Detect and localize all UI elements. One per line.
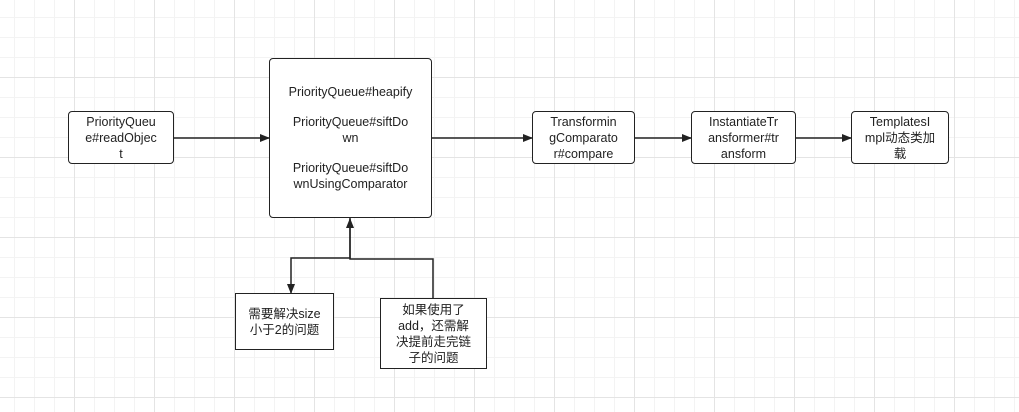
node-instantiate-line-1: InstantiateTr xyxy=(708,114,778,129)
node-readobject: PriorityQueu e#readObjec t xyxy=(68,111,174,164)
node-instantiate-line-3: ansform xyxy=(720,146,767,161)
node-transforming-line-3: r#compare xyxy=(553,146,614,161)
node-transforming-line-2: gComparato xyxy=(549,130,618,145)
node-transforming-line-1: Transformin xyxy=(550,114,617,129)
note-size-line-2: 小于2的问题 xyxy=(249,322,320,337)
note-size-issue: 需要解决size 小于2的问题 xyxy=(235,293,334,350)
node-templates-line-3: 载 xyxy=(893,146,907,161)
note-add-issue: 如果使用了 add，还需解 决提前走完链 子的问题 xyxy=(380,298,487,369)
note-size-line-1: 需要解决size xyxy=(248,306,321,321)
heap-method-siftdown-line-2: wn xyxy=(342,131,359,145)
node-templates-line-1: TemplatesI xyxy=(869,114,931,129)
node-priorityqueue-methods: PriorityQueue#heapify PriorityQueue#sift… xyxy=(269,58,432,218)
heap-method-siftdown-comparator-line-2: wnUsingComparator xyxy=(293,177,408,191)
note-add-line-4: 子的问题 xyxy=(408,350,459,365)
heap-method-siftdown-comparator-line-1: PriorityQueue#siftDo xyxy=(292,161,409,175)
edge-add-note-to-heap xyxy=(346,218,434,298)
node-readobject-line-3: t xyxy=(119,146,123,161)
note-add-line-3: 决提前走完链 xyxy=(395,334,471,349)
node-instantiate-transformer: InstantiateTr ansformer#tr ansform xyxy=(691,111,796,164)
note-add-line-1: 如果使用了 xyxy=(402,302,465,317)
node-templatesimpl: TemplatesI mpl动态类加 载 xyxy=(851,111,949,164)
heap-method-siftdown-line-1: PriorityQueue#siftDo xyxy=(292,115,409,129)
node-instantiate-line-2: ansformer#tr xyxy=(708,130,779,145)
heap-method-heapify: PriorityQueue#heapify xyxy=(288,85,413,99)
node-readobject-line-2: e#readObjec xyxy=(85,130,157,145)
note-add-line-2: add，还需解 xyxy=(398,318,469,333)
node-transforming-comparator: Transformin gComparato r#compare xyxy=(532,111,635,164)
node-templates-line-2: mpl动态类加 xyxy=(864,130,936,145)
node-readobject-line-1: PriorityQueu xyxy=(86,114,156,129)
edge-heap-to-size-note xyxy=(287,217,351,294)
